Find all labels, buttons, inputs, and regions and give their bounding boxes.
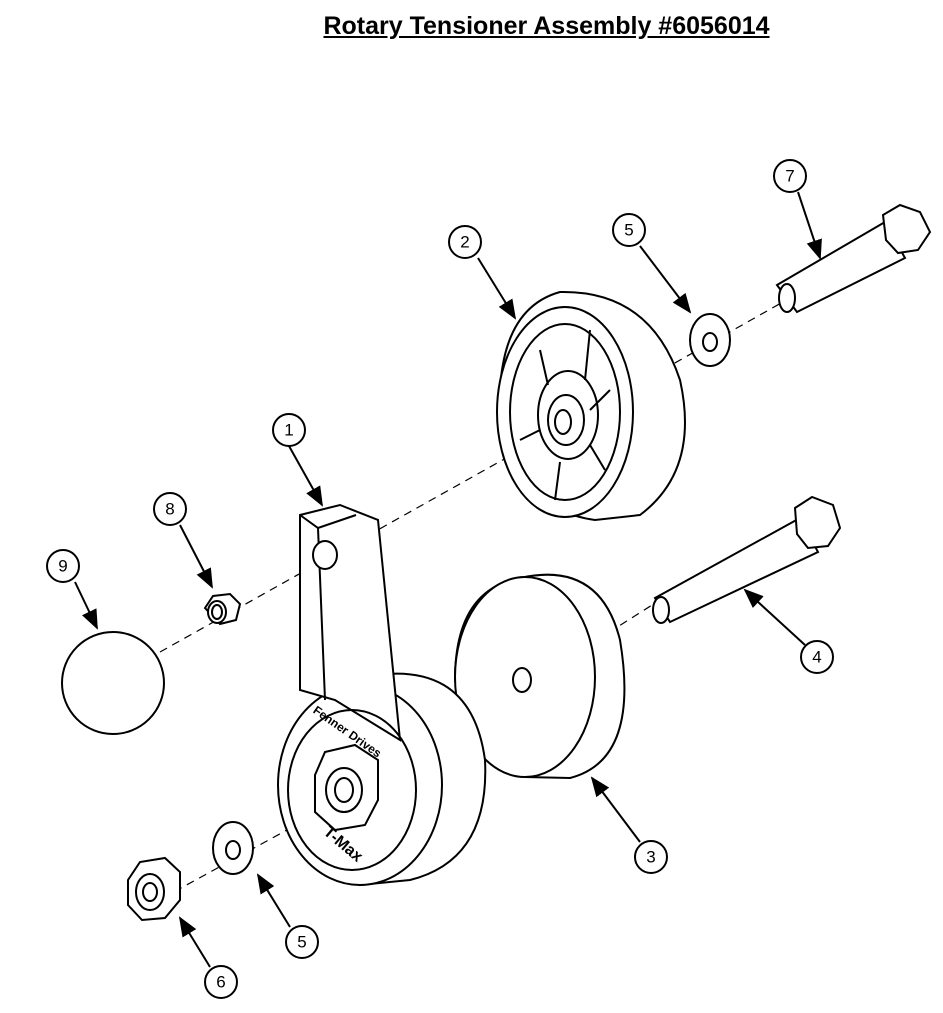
svg-text:5: 5 bbox=[297, 933, 306, 952]
leader-arrows bbox=[74, 191, 822, 968]
tensioner-part: Fenner Drives T-Max bbox=[277, 503, 487, 887]
callout-7: 7 bbox=[773, 159, 807, 193]
idler-pulley-part bbox=[496, 290, 686, 522]
diagram-title: Rotary Tensioner Assembly #6056014 bbox=[323, 12, 770, 40]
callout-6: 6 bbox=[204, 965, 238, 999]
svg-text:7: 7 bbox=[785, 167, 794, 186]
lock-nut-part bbox=[203, 592, 242, 626]
pulley-bolt-part bbox=[775, 203, 932, 314]
callout-5-bottom: 5 bbox=[285, 925, 319, 959]
callout-5-top: 5 bbox=[612, 213, 646, 247]
cap-part bbox=[61, 631, 165, 735]
svg-text:6: 6 bbox=[216, 973, 225, 992]
svg-text:9: 9 bbox=[58, 557, 67, 576]
callout-1: 1 bbox=[272, 413, 306, 447]
hex-nut-part bbox=[127, 856, 181, 922]
mounting-bolt-part bbox=[652, 495, 842, 624]
callout-3: 3 bbox=[634, 840, 668, 874]
washer-part-bottom bbox=[212, 821, 254, 875]
svg-text:5: 5 bbox=[624, 221, 633, 240]
svg-text:1: 1 bbox=[284, 421, 293, 440]
svg-text:4: 4 bbox=[812, 648, 821, 667]
callout-2: 2 bbox=[448, 225, 482, 259]
washer-part-top bbox=[689, 313, 731, 367]
callout-4: 4 bbox=[800, 640, 834, 674]
svg-text:2: 2 bbox=[460, 233, 469, 252]
callout-9: 9 bbox=[46, 549, 80, 583]
callout-8: 8 bbox=[153, 492, 187, 526]
spacer-disc-part bbox=[453, 573, 626, 780]
svg-text:8: 8 bbox=[165, 500, 174, 519]
svg-text:3: 3 bbox=[646, 848, 655, 867]
